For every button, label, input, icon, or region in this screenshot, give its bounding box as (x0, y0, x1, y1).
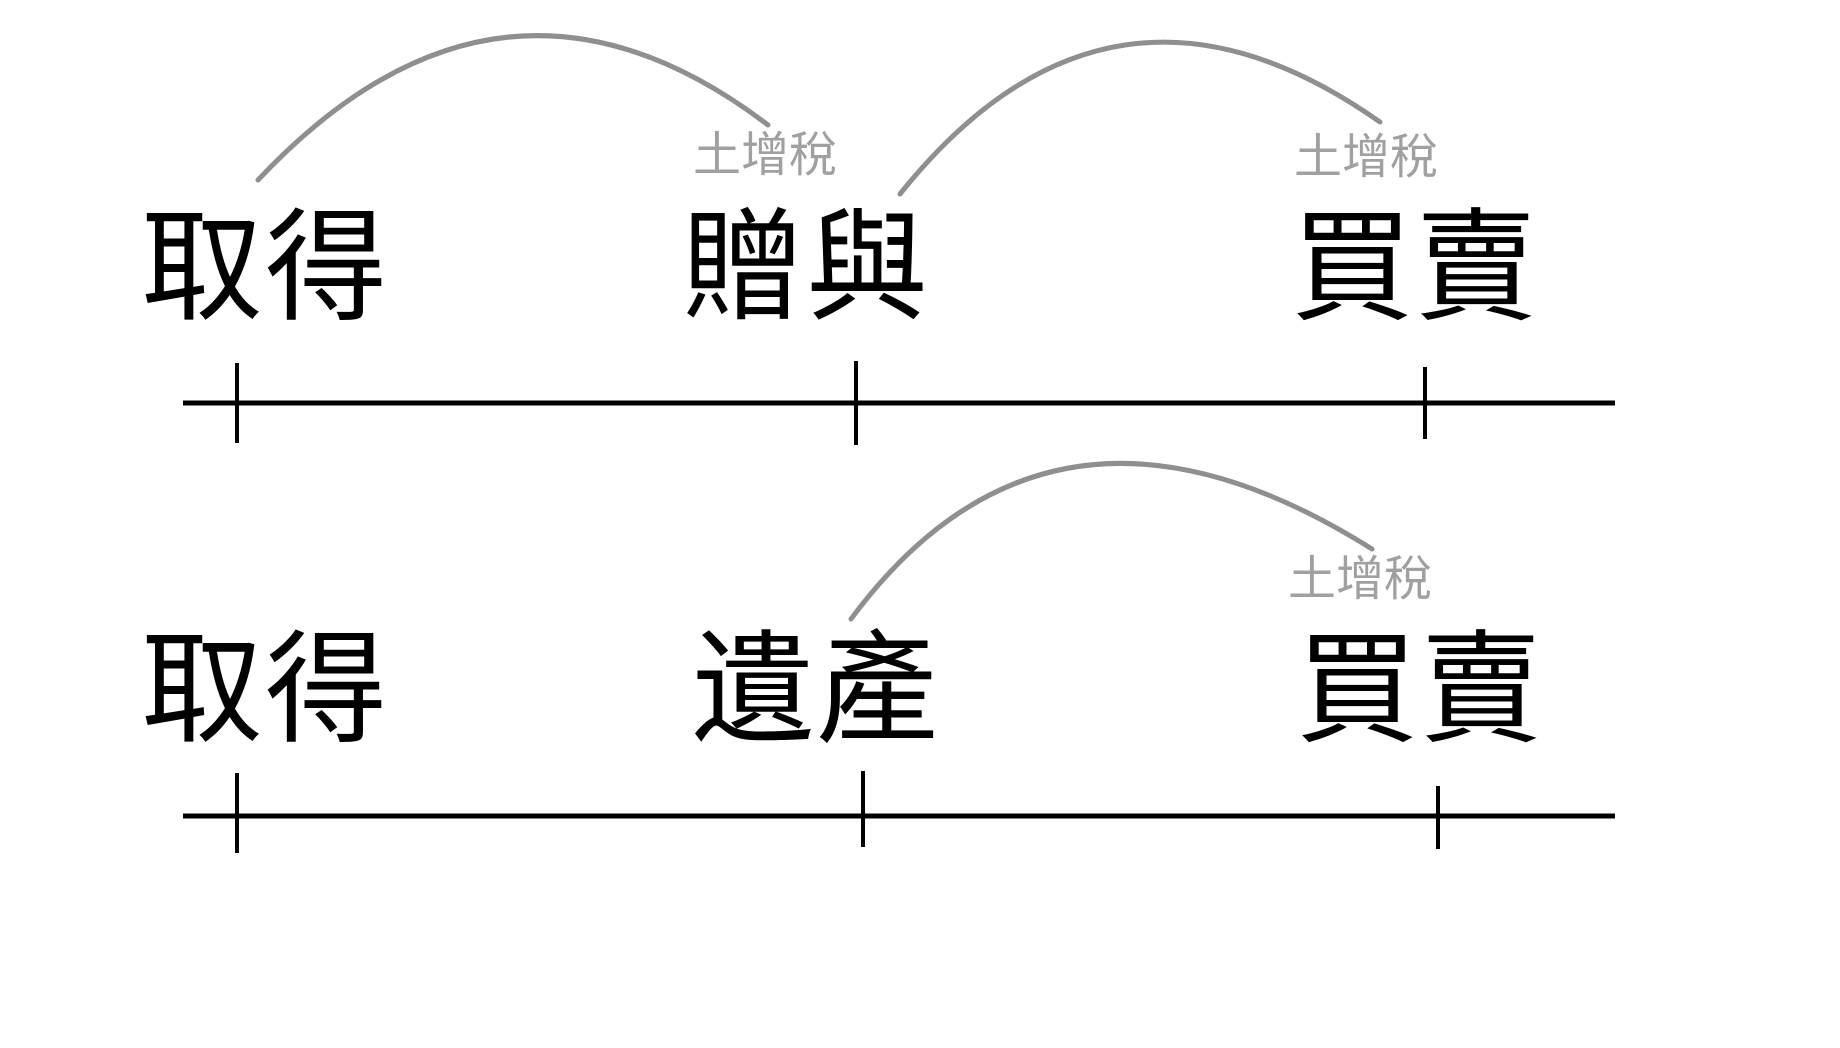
event-label-sale-bottom: 買賣 (1296, 624, 1544, 759)
tax-label-gift: 土增稅 (693, 129, 838, 182)
arc-acquire-to-gift (255, 33, 771, 183)
arc-inherit-to-sale (848, 460, 1375, 622)
tax-label-sale-bottom: 土增稅 (1288, 553, 1433, 606)
event-label-gift: 贈與 (682, 202, 930, 337)
event-label-acquire-bottom: 取得 (141, 624, 389, 759)
event-label-sale-top: 買賣 (1291, 202, 1539, 337)
event-label-inherit: 遺產 (692, 624, 940, 759)
arc-gift-to-sale (897, 39, 1383, 197)
tax-label-sale-top: 土增稅 (1294, 131, 1439, 184)
event-label-acquire-top: 取得 (141, 202, 389, 337)
